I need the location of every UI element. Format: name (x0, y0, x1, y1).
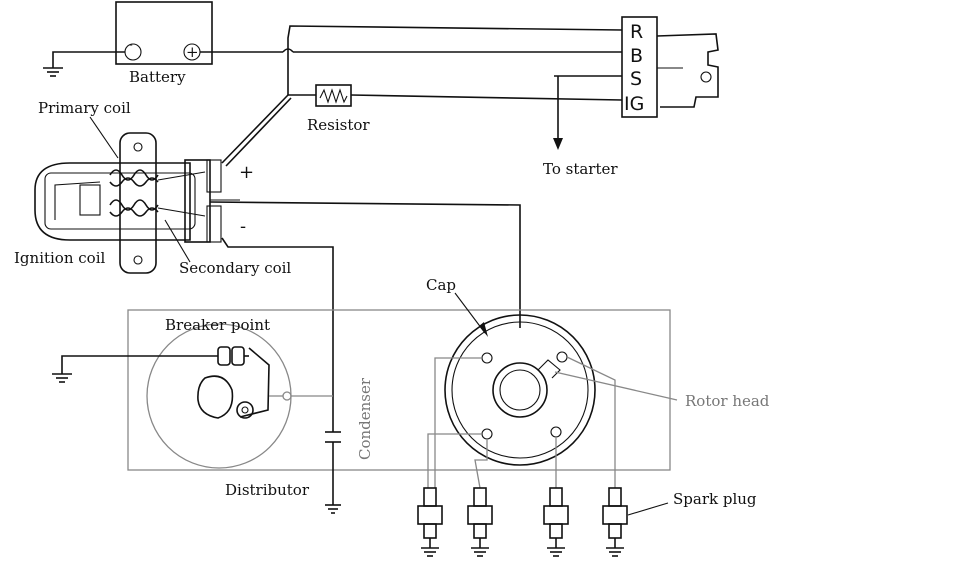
resistor-label: Resistor (307, 116, 370, 134)
ignition-switch: R B S IG (621, 16, 719, 118)
switch-terminal-r: R (630, 21, 643, 43)
switch-terminal-b: B (630, 45, 643, 67)
to-starter-label: To starter (543, 160, 618, 178)
breaker-point-label: Breaker point (165, 316, 270, 334)
resistor: Resistor (307, 84, 370, 134)
rotor-head-leader (554, 371, 678, 401)
battery-label: Battery (129, 68, 186, 86)
distributor-cap (444, 292, 596, 466)
distributor-label: Distributor (225, 481, 310, 499)
switch-terminal-s: S (630, 68, 642, 90)
coil-negative-sign: - (240, 216, 246, 237)
battery-ground-icon (43, 67, 63, 77)
battery-negative-sign: - (129, 38, 133, 51)
secondary-coil-leader (164, 219, 191, 263)
battery-positive-sign: + (186, 43, 199, 61)
spark-plug-2 (467, 487, 493, 557)
primary-coil-leader (89, 116, 119, 159)
ignition-coil-label: Ignition coil (14, 249, 105, 267)
spark-plug-3 (543, 487, 569, 557)
battery: - + Battery (115, 1, 213, 86)
condenser-label: Condenser (356, 377, 374, 460)
spark-plug-label: Spark plug (673, 490, 757, 508)
switch-terminal-ig: IG (624, 93, 644, 115)
ignition-coil (34, 116, 240, 274)
coil-positive-sign: + (239, 162, 254, 183)
rotor-head-label: Rotor head (685, 392, 770, 410)
distributor-housing (127, 309, 671, 471)
breaker-point-assembly (52, 323, 333, 469)
spark-plug-1 (417, 487, 443, 557)
battery-ground-wire (52, 51, 125, 68)
primary-coil-label: Primary coil (38, 99, 131, 117)
condenser: Condenser (325, 377, 374, 514)
coil-negative-wire (221, 237, 334, 432)
main-wiring (200, 25, 623, 167)
spark-plug-4 (602, 487, 628, 557)
high-tension-wire (209, 201, 521, 328)
plug-wires (427, 356, 616, 489)
spark-plug-leader (627, 502, 669, 516)
cap-label: Cap (426, 276, 456, 294)
secondary-coil-label: Secondary coil (179, 259, 291, 277)
